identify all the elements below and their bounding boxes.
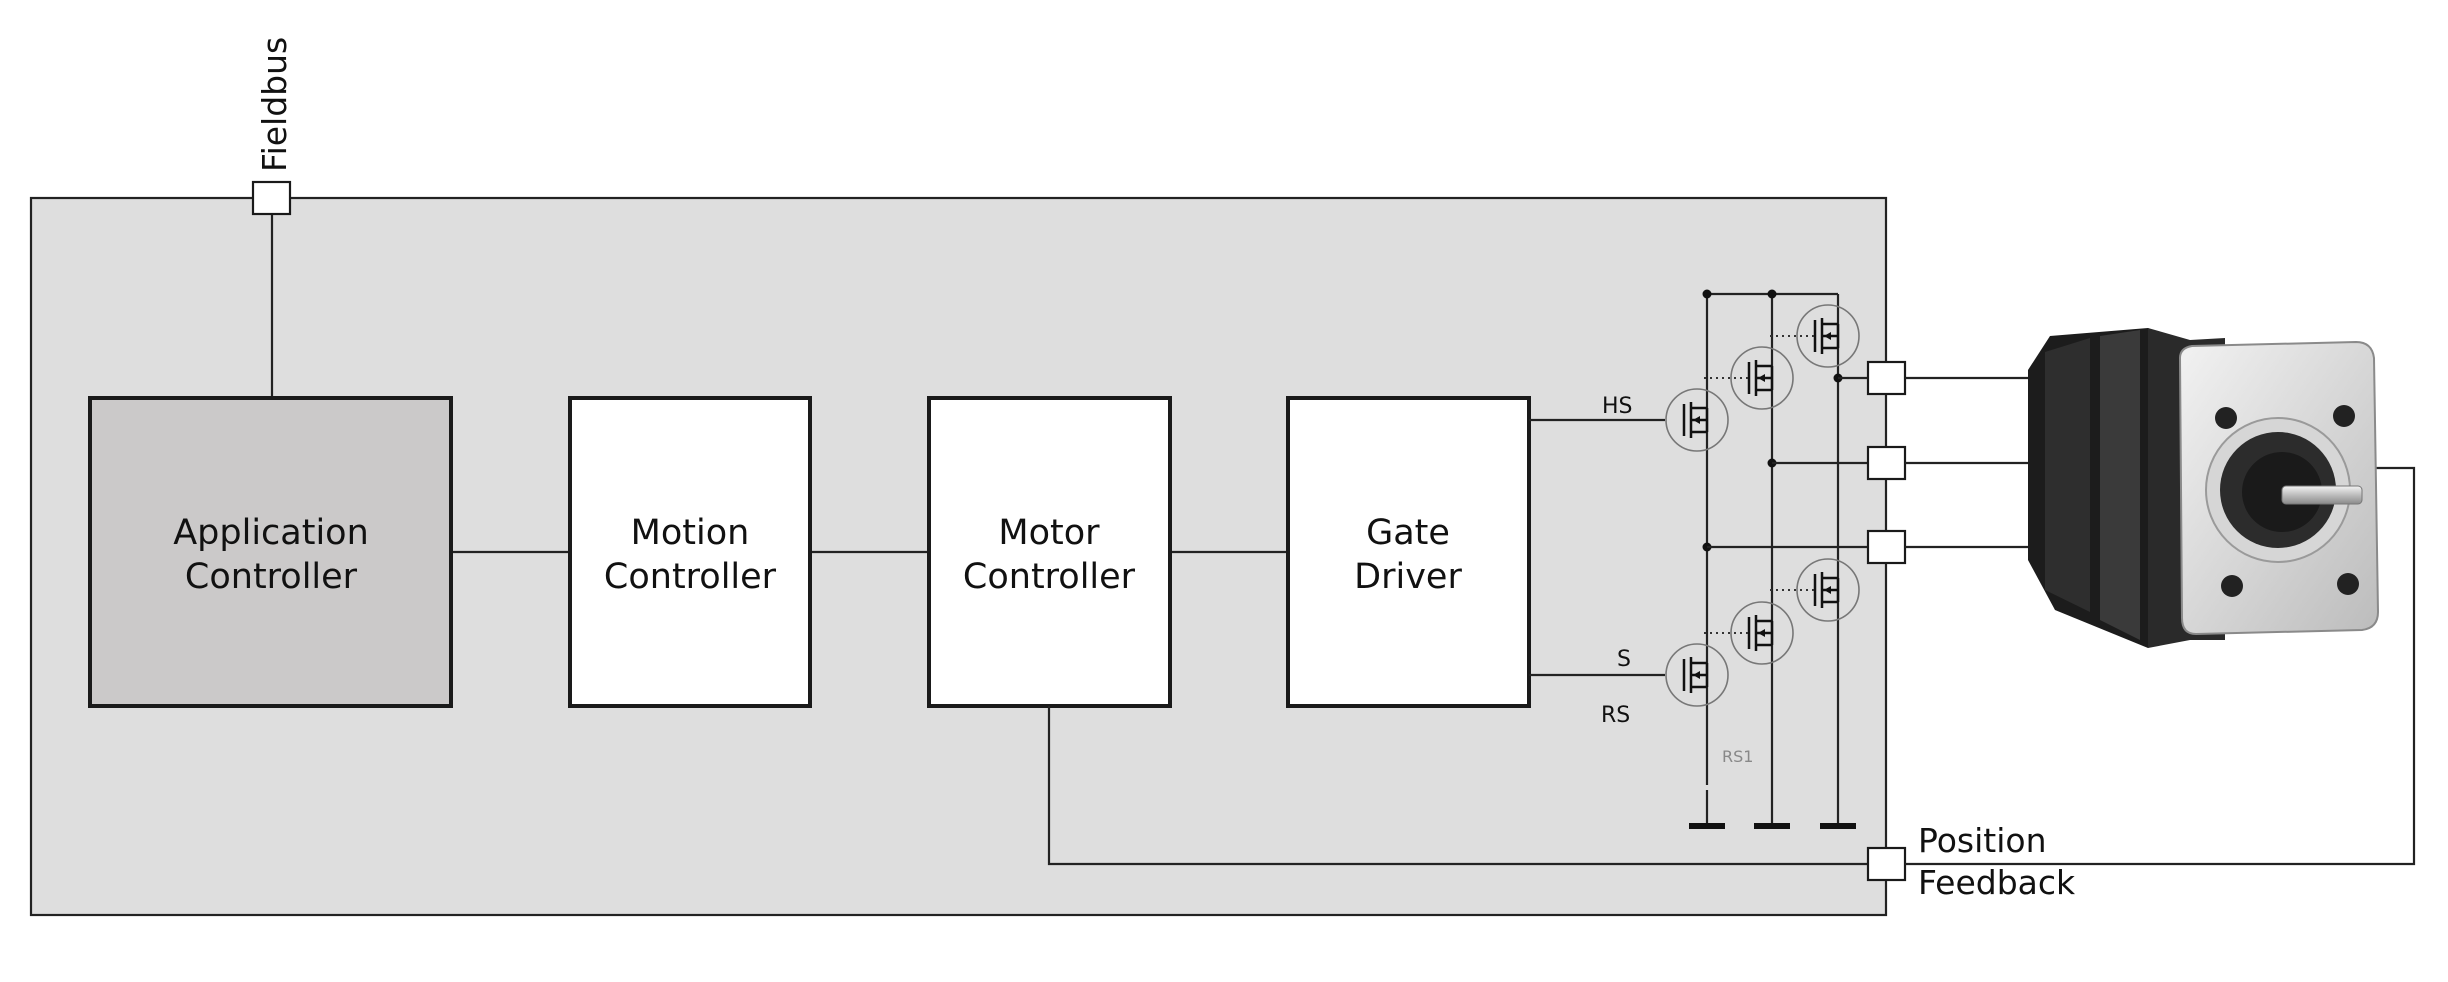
- phase-port-v: [1866, 445, 1907, 481]
- position-feedback-label-2: Feedback: [1918, 863, 2076, 902]
- motor-controller-label-1: Motor: [998, 513, 1100, 553]
- fieldbus-port: [251, 180, 292, 216]
- stepper-motor-icon: [2028, 328, 2380, 648]
- rs-label: RS: [1601, 703, 1630, 728]
- motor-controller-label-2: Controller: [963, 557, 1136, 597]
- application-controller-label-2: Controller: [185, 557, 358, 597]
- mosfet-group: [1665, 304, 1860, 707]
- gate-driver-label-1: Gate: [1366, 513, 1450, 553]
- shunt-label: RS1: [1722, 747, 1753, 766]
- motion-controller-label-1: Motion: [631, 513, 750, 553]
- gate-driver-label-2: Driver: [1354, 557, 1462, 597]
- gate-driver-block: Gate Driver: [1286, 396, 1531, 708]
- s-label: S: [1617, 647, 1631, 672]
- phase-port-u: [1866, 360, 1907, 396]
- mosfet-low-u: [1665, 643, 1729, 707]
- hs-label: HS: [1602, 394, 1633, 419]
- mosfet-high-u: [1665, 388, 1729, 452]
- power-bridge: RS1: [1689, 289, 1868, 829]
- application-controller-block: Application Controller: [88, 396, 453, 708]
- mosfet-low-w: [1770, 558, 1860, 622]
- position-feedback-port: [1866, 846, 1907, 882]
- motion-controller-label-2: Controller: [604, 557, 777, 597]
- position-feedback-label-1: Position: [1918, 821, 2047, 860]
- mosfet-high-w: [1770, 304, 1860, 368]
- motion-controller-block: Motion Controller: [568, 396, 812, 708]
- fieldbus-label: Fieldbus: [255, 37, 294, 172]
- motor-controller-block: Motor Controller: [927, 396, 1172, 708]
- mosfet-high-v: [1704, 346, 1794, 410]
- mosfet-low-v: [1704, 601, 1794, 665]
- application-controller-label-1: Application: [173, 513, 369, 553]
- phase-port-w: [1866, 529, 1907, 565]
